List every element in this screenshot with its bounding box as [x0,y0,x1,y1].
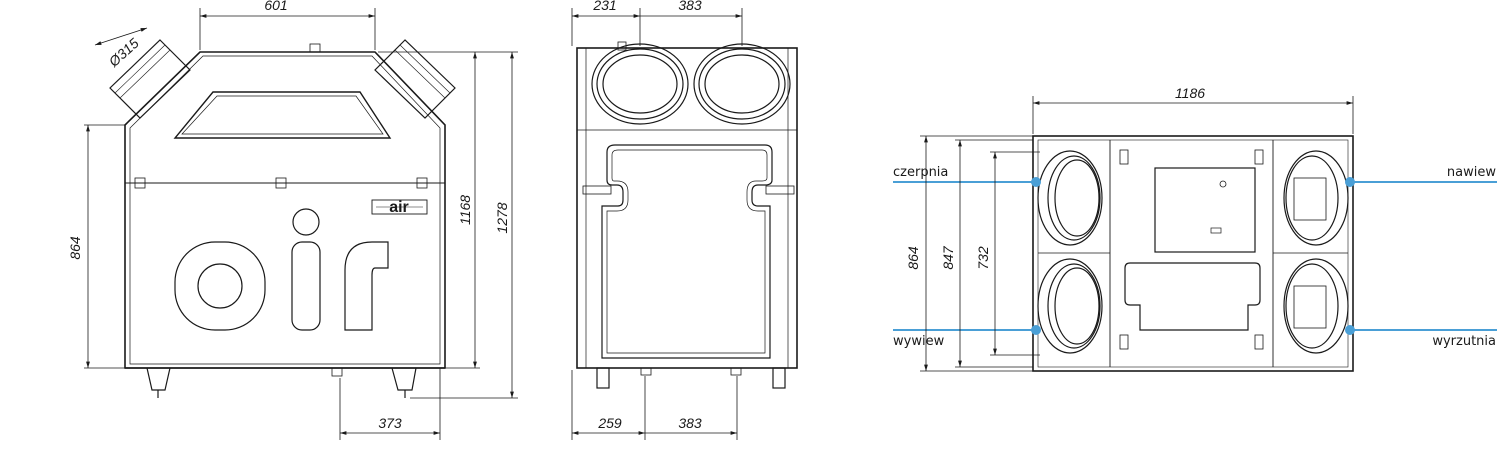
label-czerpnia: czerpnia [893,165,948,180]
front-body-inner [129,55,441,365]
front-foot-right [391,367,417,391]
connection-labels: czerpnia wywiew nawiew wyrzutnia [893,165,1496,349]
top-duct-czerpnia [1037,150,1103,246]
front-logo-plate [371,199,428,215]
top-dimension-lines [920,96,1354,372]
dim-847: 847 [940,245,956,270]
dim-732: 732 [975,246,991,270]
dim-259: 259 [597,415,622,431]
side-duct-left [591,43,689,125]
top-duct-wywiew [1037,258,1103,354]
front-logo-text: air [389,199,409,216]
dim-231: 231 [592,0,616,13]
dim-601: 601 [264,0,287,13]
dim-373: 373 [378,415,402,431]
top-access-panel [1124,262,1261,331]
top-duct-wyrzutnia [1283,258,1349,354]
marker-wywiew [1031,325,1041,335]
front-duct-left [109,39,191,119]
top-control-box [1154,167,1256,253]
marker-wyrzutnia [1345,325,1355,335]
marker-czerpnia [1031,177,1041,187]
top-dimension-labels: 1186 864 847 732 [905,85,1205,270]
top-duct-nawiew [1283,150,1349,246]
front-dimension-lines [84,8,518,440]
front-duct-right [374,39,456,119]
label-nawiew: nawiew [1447,165,1496,180]
dim-864-front: 864 [67,236,83,260]
marker-nawiew [1345,177,1355,187]
side-body-outline [576,47,798,369]
dim-1278: 1278 [494,202,510,233]
label-wyrzutnia: wyrzutnia [1432,334,1496,349]
dim-383-top: 383 [678,0,702,13]
side-view [576,41,798,389]
air-logo-shapes [174,208,389,331]
dim-1186: 1186 [1175,85,1205,101]
side-dimension-labels: 231 383 259 383 [592,0,702,431]
front-window [173,91,392,139]
side-duct-right [693,43,791,125]
front-view [109,39,456,398]
front-dimension-labels: 601 Ø315 864 1168 1278 373 air [67,0,510,431]
dim-1168: 1168 [457,195,473,225]
side-access-panel [601,144,773,359]
side-dimension-lines [571,8,743,440]
top-view [1032,135,1354,372]
top-connection-lines [893,177,1497,335]
label-wywiew: wywiew [893,334,945,349]
top-body-outline [1032,135,1354,372]
front-foot-left [146,367,171,391]
dim-383-bottom: 383 [678,415,702,431]
dim-864-top: 864 [905,246,921,270]
